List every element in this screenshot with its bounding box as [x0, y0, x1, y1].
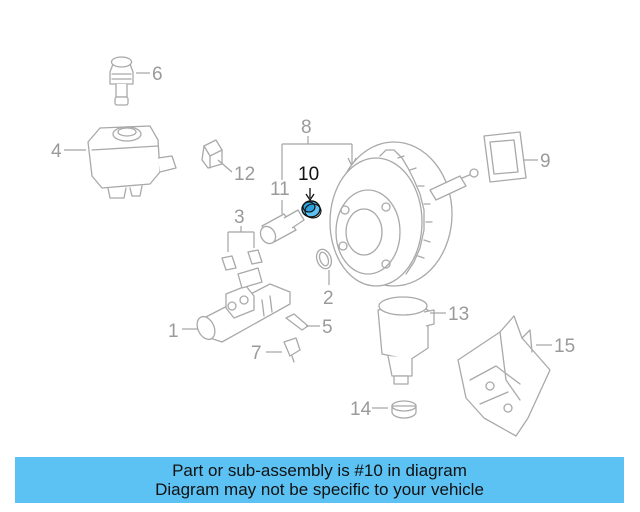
- label-6[interactable]: 6: [152, 64, 163, 85]
- label-4[interactable]: 4: [51, 141, 62, 162]
- label-13[interactable]: 13: [448, 304, 469, 325]
- brake-booster[interactable]: [329, 141, 479, 287]
- label-10[interactable]: 10: [298, 164, 319, 185]
- part-14-cap[interactable]: [391, 400, 417, 419]
- part-12-grommet[interactable]: [201, 139, 223, 169]
- label-1[interactable]: 1: [168, 321, 179, 342]
- part-5-pin[interactable]: [285, 313, 309, 331]
- part-6-reservoir-cap[interactable]: [109, 56, 134, 106]
- part-2-o-ring[interactable]: [314, 247, 334, 271]
- part-3-plugs[interactable]: [221, 249, 263, 271]
- part-1-master-cylinder[interactable]: [194, 267, 291, 343]
- label-12[interactable]: 12: [234, 164, 255, 185]
- label-5[interactable]: 5: [322, 317, 333, 338]
- label-15[interactable]: 15: [554, 336, 575, 357]
- banner-line-2: Diagram may not be specific to your vehi…: [155, 480, 484, 499]
- info-banner: Part or sub-assembly is #10 in diagram D…: [15, 457, 624, 503]
- label-11[interactable]: 11: [270, 179, 290, 200]
- part-9-gasket[interactable]: [483, 131, 527, 183]
- part-13-vacuum-pump[interactable]: [377, 296, 435, 385]
- part-15-bracket[interactable]: [457, 315, 551, 437]
- label-9[interactable]: 9: [540, 151, 551, 172]
- part-4-fluid-reservoir[interactable]: [87, 125, 177, 199]
- label-8[interactable]: 8: [301, 117, 312, 138]
- parts-diagram: 6 4 12 8 11 10: [51, 56, 575, 437]
- label-14[interactable]: 14: [350, 399, 372, 420]
- leader-12: [217, 159, 233, 173]
- part-11-check-valve[interactable]: [257, 209, 305, 246]
- label-3[interactable]: 3: [234, 207, 245, 228]
- part-7-connector[interactable]: [283, 337, 301, 363]
- part-10-seal-highlighted[interactable]: [301, 200, 322, 219]
- banner-line-1: Part or sub-assembly is #10 in diagram: [172, 461, 467, 480]
- label-2[interactable]: 2: [323, 288, 334, 309]
- label-7[interactable]: 7: [251, 343, 262, 364]
- leader-10-arrow: [305, 193, 315, 202]
